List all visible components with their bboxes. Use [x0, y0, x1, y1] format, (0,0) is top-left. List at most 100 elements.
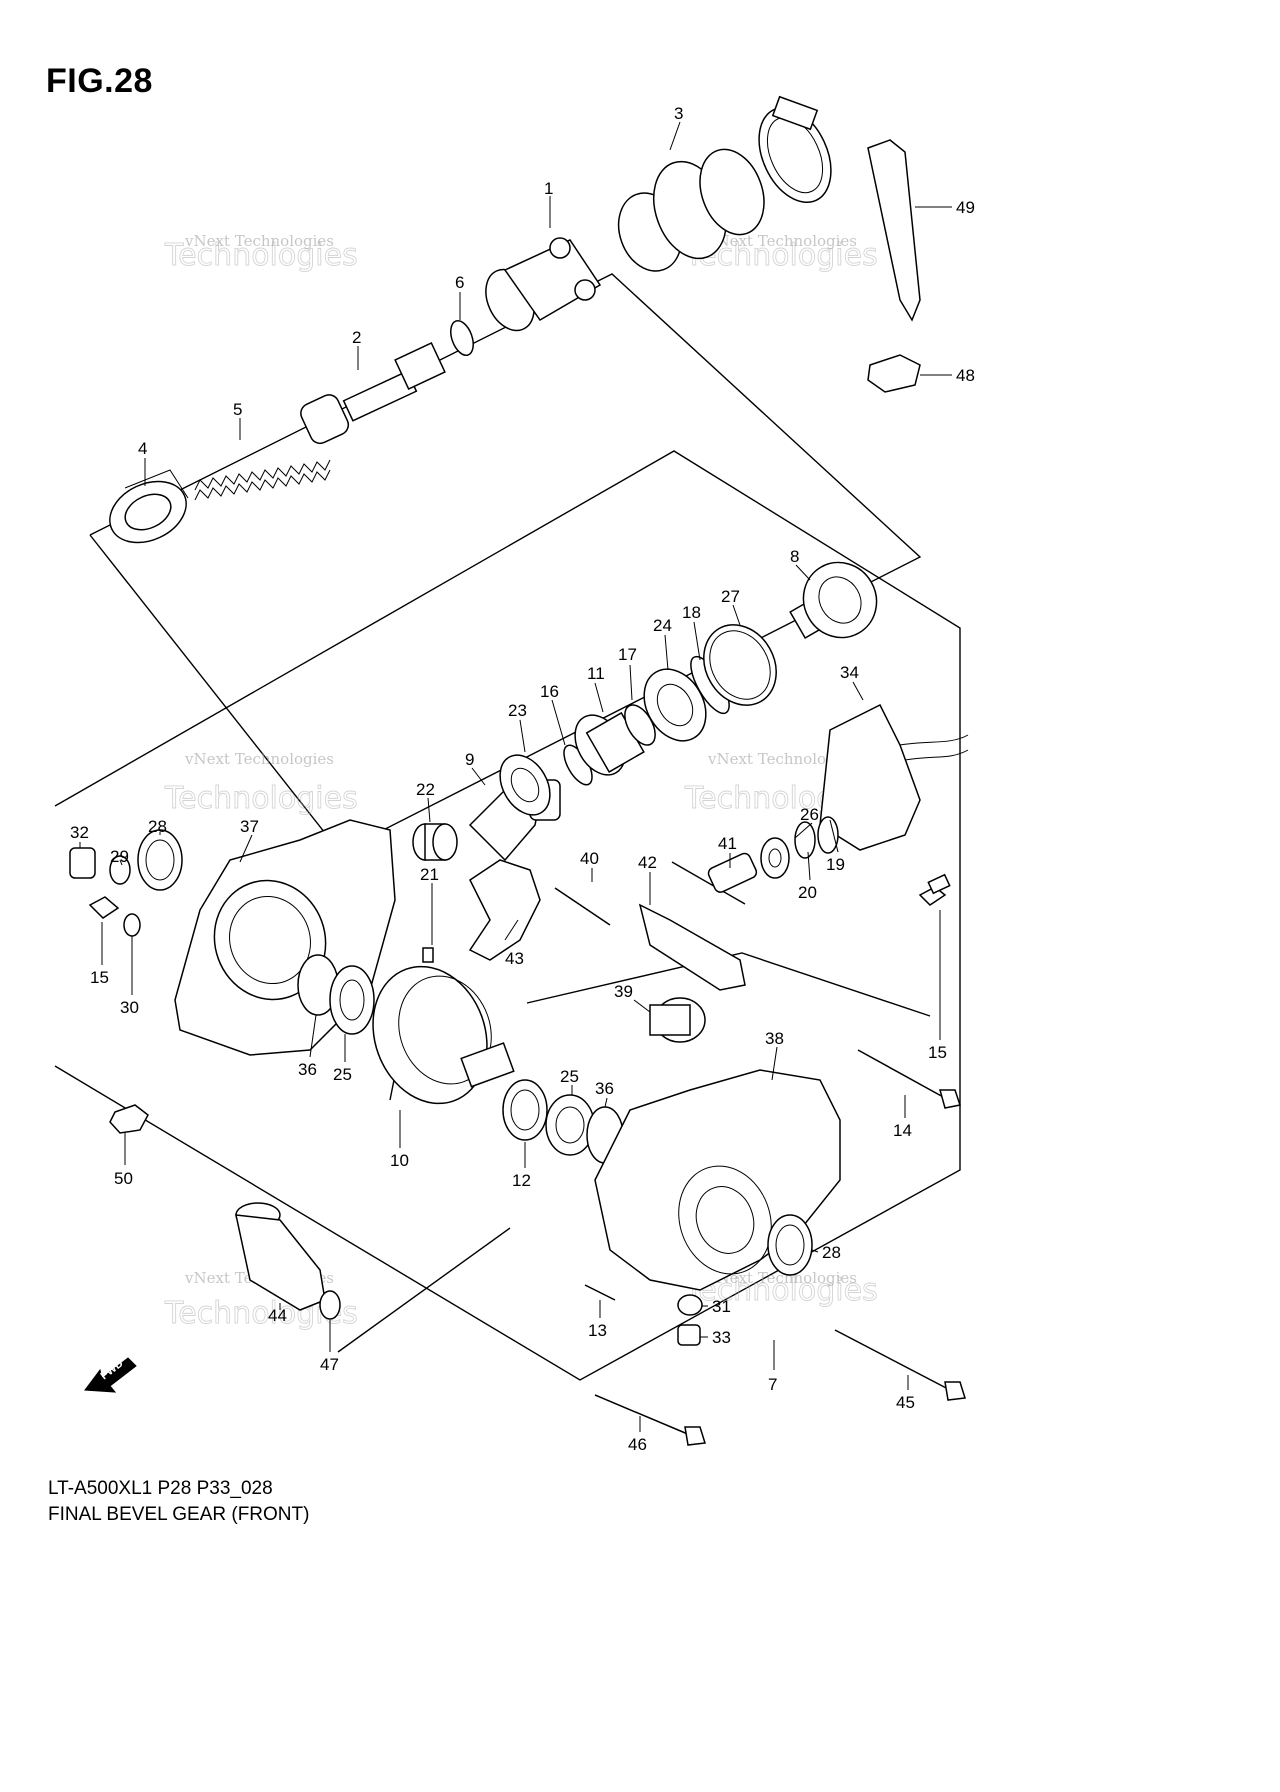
part-47-clamp	[319, 1290, 341, 1320]
callout-44: 44	[268, 1306, 287, 1325]
part-48-clamp	[867, 354, 921, 393]
callout-48: 48	[956, 366, 975, 385]
part-39-sleeve	[649, 997, 706, 1043]
part-45-bolt	[834, 1329, 966, 1401]
part-32-plug	[69, 847, 96, 879]
part-40-shaft	[554, 887, 611, 926]
callout-20: 20	[798, 883, 817, 902]
part-23-bearing	[499, 754, 551, 816]
part-3-cv-boot	[617, 148, 765, 272]
part-26-bearing	[760, 837, 790, 879]
part-43-shift-fork	[468, 859, 541, 961]
part-42-shift-fork	[638, 903, 746, 991]
part-6-circlip	[450, 319, 474, 357]
part-33-plug	[677, 1324, 701, 1346]
part-20-circlip	[794, 821, 816, 859]
drawing-code: LT-A500XL1 P28 P33_028	[48, 1478, 273, 1499]
part-5-spring	[194, 459, 331, 501]
part-28-oil-seal-right	[767, 1214, 813, 1276]
callout-1: 1	[544, 179, 553, 198]
part-10-differential-gear	[372, 965, 515, 1105]
part-41-plunger	[707, 852, 758, 893]
part-34-actuator	[819, 703, 969, 851]
watermark-text-4: vNext Technologies	[707, 750, 857, 768]
watermark-text-3: vNext Technologies	[184, 750, 334, 768]
watermark-text-2: vNext Technologies	[707, 232, 857, 250]
callout-43: 43	[505, 949, 524, 968]
part-14-bolt	[857, 1049, 961, 1109]
part-band-clamp	[758, 95, 832, 204]
callout-42: 42	[638, 853, 657, 872]
part-25-bearing-left	[329, 965, 375, 1035]
part-4-boot	[109, 469, 189, 544]
part-50-nut	[109, 1104, 149, 1134]
part-25-bearing-right	[545, 1094, 595, 1156]
part-21-dowel-pin	[422, 947, 434, 963]
callout-34: 34	[840, 663, 859, 682]
callout-24: 24	[653, 616, 672, 635]
callout-19: 19	[826, 855, 845, 874]
callout-11: 11	[587, 664, 605, 683]
part-13-bolt	[584, 1284, 616, 1301]
part-12-shim	[502, 1079, 548, 1141]
callout-10: 10	[390, 1151, 409, 1170]
watermark-bg-3: Technologies	[164, 781, 358, 816]
callout-3: 3	[674, 104, 683, 123]
part-15-bolt-right	[918, 873, 951, 906]
part-49-cable-tie	[867, 139, 921, 322]
callout-47: 47	[320, 1355, 339, 1374]
callout-2: 2	[352, 328, 361, 347]
callout-46: 46	[628, 1435, 647, 1454]
callout-36-right: 36	[595, 1079, 614, 1098]
part-22-bearing	[412, 823, 458, 861]
part-31-washer	[677, 1294, 703, 1316]
callout-15-right: 15	[928, 1043, 947, 1062]
callout-31: 31	[712, 1297, 731, 1316]
figure-title: FIG.28	[46, 62, 153, 100]
part-15-bolt-left	[88, 896, 120, 919]
callout-26: 26	[800, 805, 819, 824]
callout-50: 50	[114, 1169, 133, 1188]
callout-9: 9	[465, 750, 474, 769]
callout-5: 5	[233, 400, 242, 419]
drawing-title: FINAL BEVEL GEAR (FRONT)	[48, 1504, 310, 1525]
callout-32: 32	[70, 823, 89, 842]
callout-36-left: 36	[298, 1060, 317, 1079]
part-1-universal-joint	[485, 237, 602, 332]
callout-18: 18	[682, 603, 701, 622]
callout-27: 27	[721, 587, 740, 606]
watermark-text-6: vNext Technologies	[707, 1269, 857, 1287]
callout-21: 21	[420, 865, 439, 884]
callout-16: 16	[540, 682, 559, 701]
callout-labels: 1 2 3 4 5 6 7 8 9 10 11 12 13 14 15 15 1…	[70, 104, 975, 1454]
callout-4: 4	[138, 439, 147, 458]
callout-49: 49	[956, 198, 975, 217]
callout-40: 40	[580, 849, 599, 868]
part-19-circlip	[817, 816, 839, 854]
part-8-input-shaft	[789, 561, 878, 640]
callout-17: 17	[618, 645, 637, 664]
part-27-shim	[703, 624, 777, 706]
callout-23: 23	[508, 701, 527, 720]
watermark-text-1: vNext Technologies	[184, 232, 334, 250]
callout-13: 13	[588, 1321, 607, 1340]
leader-lines	[79, 121, 952, 1432]
callout-15-left: 15	[90, 968, 109, 987]
part-46-bolt	[594, 1394, 706, 1446]
callout-45: 45	[896, 1393, 915, 1412]
callout-14: 14	[893, 1121, 912, 1140]
callout-33: 33	[712, 1328, 731, 1347]
callout-7: 7	[768, 1375, 777, 1394]
callout-37: 37	[240, 817, 259, 836]
callout-28-right: 28	[822, 1243, 841, 1262]
callout-39: 39	[614, 982, 633, 1001]
part-30-washer	[123, 913, 141, 937]
callout-41: 41	[718, 834, 737, 853]
callout-12: 12	[512, 1171, 531, 1190]
callout-25-right: 25	[560, 1067, 579, 1086]
callout-28-left: 28	[148, 817, 167, 836]
part-44-boot	[235, 1202, 326, 1311]
part-29-washer	[109, 855, 131, 885]
callout-22: 22	[416, 780, 435, 799]
callout-30: 30	[120, 998, 139, 1017]
